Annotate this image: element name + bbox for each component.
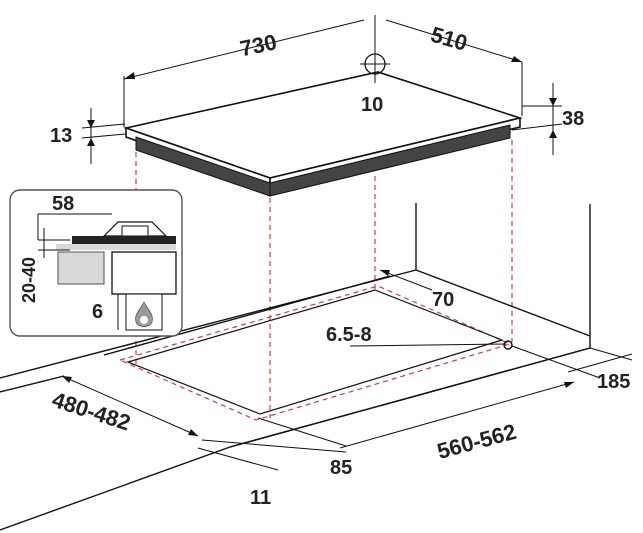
- cutout-width-dimension: 560-562: [339, 381, 575, 464]
- width-label: 730: [238, 29, 279, 61]
- gas-clearance-label: 6: [92, 301, 103, 323]
- gas-flame-icon: [135, 301, 153, 327]
- worktop-thickness-label: 20-40: [19, 257, 39, 303]
- width-dimension: 730: [123, 15, 376, 127]
- gas-hole-icon: [503, 340, 513, 350]
- side-margin-dimension: 185: [511, 345, 633, 393]
- glass-thickness-dimension: 13: [50, 108, 126, 164]
- hole-diameter-label: 6.5-8: [326, 324, 372, 346]
- depth-label: 510: [428, 22, 470, 56]
- front-margin-label: 85: [330, 457, 352, 479]
- hob-unit: [123, 71, 523, 197]
- inset-detail: 58 20-40 6: [9, 189, 183, 337]
- height-label: 38: [562, 108, 584, 130]
- cutout-depth-label: 480-482: [49, 387, 134, 436]
- front-margin-dimension: 85 11: [197, 417, 352, 509]
- rear-offset-label: 70: [432, 289, 454, 311]
- height-dimension: 38: [511, 83, 584, 155]
- side-margin-label: 185: [597, 371, 630, 393]
- gas-hole-callout: 6.5-8: [326, 324, 513, 350]
- burner-width-label: 58: [52, 193, 74, 215]
- rear-offset-dimension: 70: [379, 269, 454, 311]
- glass-thickness-label: 13: [50, 125, 72, 147]
- center-marker-icon: [360, 50, 390, 83]
- center-offset-label: 10: [361, 94, 383, 116]
- worktop: [0, 203, 591, 531]
- cutout-width-label: 560-562: [434, 419, 518, 464]
- cutout-outline: [126, 289, 504, 415]
- depth-dimension: 510: [385, 19, 523, 116]
- edge-11-label: 11: [250, 487, 271, 509]
